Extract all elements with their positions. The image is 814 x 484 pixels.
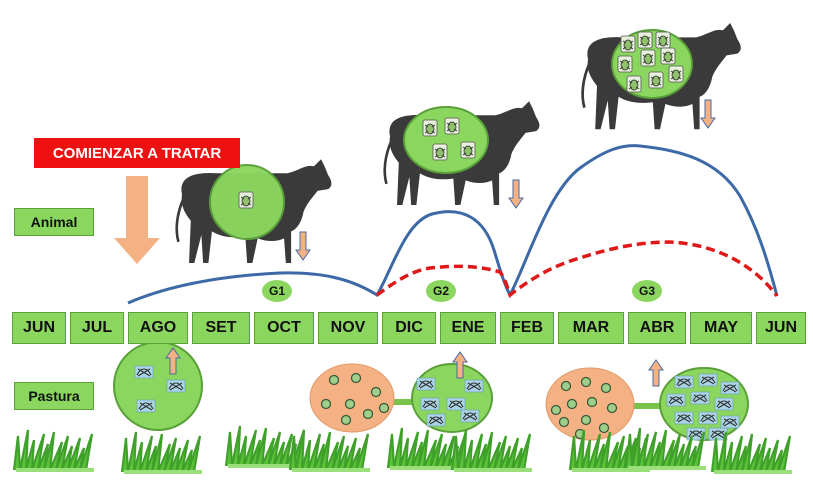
start-arrow-icon [114,176,160,264]
tick-burden-circle-2 [403,106,489,174]
month-label: JUN [12,312,66,344]
generation-label-1: G1 [262,280,292,302]
pasture-burden-curve [375,240,779,298]
month-label: NOV [318,312,378,344]
generation-label-2: G2 [426,280,456,302]
animal-burden-curve [127,144,779,305]
month-label: JUL [70,312,124,344]
pasture-larvae-circle-1 [113,341,203,431]
month-label: ABR [628,312,686,344]
grass-icon [12,424,794,474]
month-label: MAY [690,312,752,344]
down-arrow-icon [295,99,716,261]
month-label: SET [192,312,250,344]
up-arrow-icon [165,347,664,387]
start-treatment-label: COMIENZAR A TRATAR [34,138,240,168]
pasture-eggs-circle-2 [309,363,395,433]
animal-label: Animal [14,208,94,236]
month-label: ENE [440,312,496,344]
month-label: AGO [128,312,188,344]
month-label: FEB [500,312,554,344]
month-label: OCT [254,312,314,344]
month-label: MAR [558,312,624,344]
month-label: DIC [382,312,436,344]
generation-label-3: G3 [632,280,662,302]
pasture-label: Pastura [14,382,94,410]
month-label: JUN [756,312,806,344]
